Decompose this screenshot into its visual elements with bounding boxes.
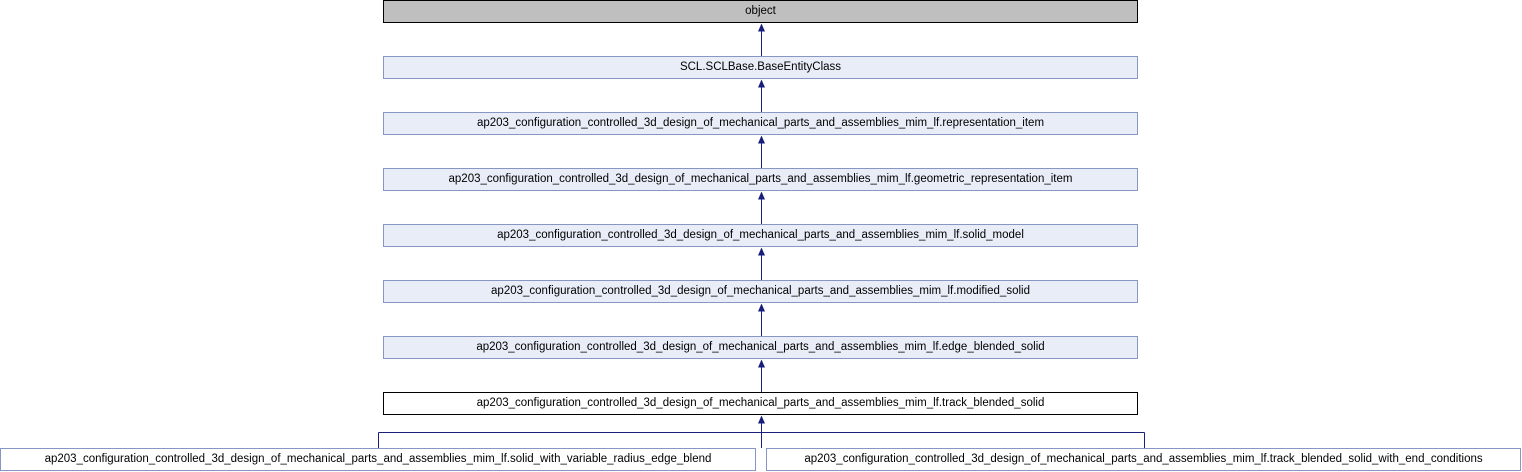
edge-arrowhead [758,23,765,32]
class-node-representation-item[interactable]: ap203_configuration_controlled_3d_design… [383,112,1138,135]
class-label: ap203_configuration_controlled_3d_design… [476,341,1045,353]
class-node-track-blended-solid-with-end-conditions[interactable]: ap203_configuration_controlled_3d_design… [766,448,1521,471]
edge-arrowhead [758,191,765,200]
edge-arrowhead [758,135,765,144]
class-node-geometric-representation-item[interactable]: ap203_configuration_controlled_3d_design… [383,168,1138,191]
class-label: ap203_configuration_controlled_3d_design… [476,117,1045,129]
edge-arrowhead [758,303,765,312]
class-label: ap203_configuration_controlled_3d_design… [476,397,1045,409]
class-label: ap203_configuration_controlled_3d_design… [44,453,712,465]
class-label: ap203_configuration_controlled_3d_design… [448,173,1073,185]
class-node-edge-blended-solid[interactable]: ap203_configuration_controlled_3d_design… [383,336,1138,359]
inheritance-edges [378,23,1145,448]
class-label: object [745,5,776,17]
class-label: ap203_configuration_controlled_3d_design… [497,229,1024,241]
edge-arrowhead [758,79,765,88]
edge-arrowhead [758,415,765,424]
class-node-solid-with-variable-radius-edge-blend[interactable]: ap203_configuration_controlled_3d_design… [0,448,756,471]
class-label: ap203_configuration_controlled_3d_design… [491,285,1030,297]
edge-arrowhead [758,247,765,256]
class-node-solid-model[interactable]: ap203_configuration_controlled_3d_design… [383,224,1138,247]
class-node-track-blended-solid: ap203_configuration_controlled_3d_design… [383,392,1138,415]
class-node-object[interactable]: object [383,0,1138,23]
class-node-modified-solid[interactable]: ap203_configuration_controlled_3d_design… [383,280,1138,303]
class-node-base-entity-class[interactable]: SCL.SCLBase.BaseEntityClass [383,56,1138,79]
edge-arrowhead [758,359,765,368]
class-label: ap203_configuration_controlled_3d_design… [804,453,1483,465]
class-label: SCL.SCLBase.BaseEntityClass [679,61,842,73]
